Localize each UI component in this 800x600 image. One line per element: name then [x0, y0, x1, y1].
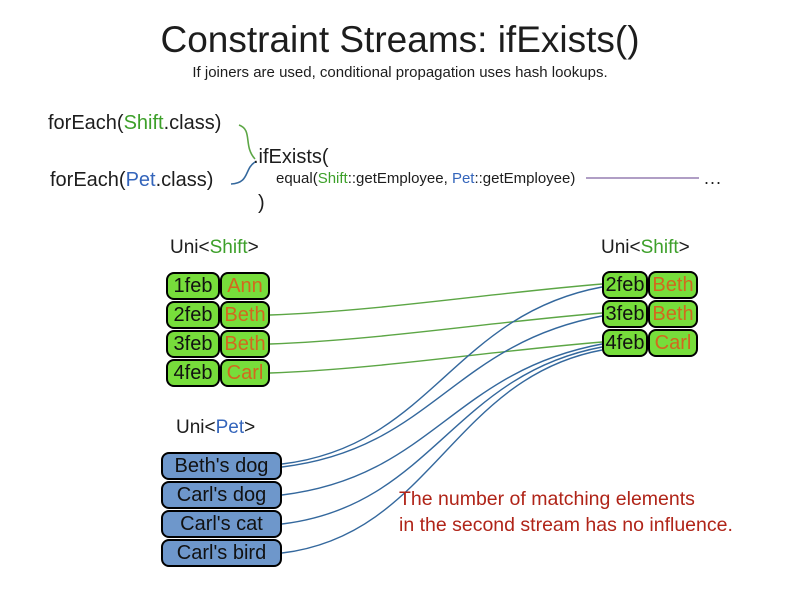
label-text: > — [247, 237, 259, 258]
uni-shift-left-table: 1feb Ann 2feb Beth 3feb Beth 4feb Carl — [166, 272, 270, 388]
table-row: Carl's dog — [161, 481, 282, 509]
edge-beths-dog-to-right-2feb — [281, 286, 603, 465]
code-text: ::getEmployee, — [347, 170, 452, 187]
date-cell: 2feb — [166, 301, 220, 329]
code-text: forEach( — [48, 112, 124, 134]
employee-cell: Beth — [648, 271, 698, 299]
date-cell: 1feb — [166, 272, 220, 300]
label-text: > — [678, 237, 690, 258]
label-text: Uni< — [601, 237, 641, 258]
employee-cell: Beth — [220, 301, 270, 329]
uni-pet-label: Uni<Pet> — [176, 417, 255, 439]
label-shift-token: Shift — [209, 237, 248, 258]
uni-pet-table: Beth's dog Carl's dog Carl's cat Carl's … — [161, 452, 282, 568]
code-equal-joiner: equal(Shift::getEmployee, Pet::getEmploy… — [276, 170, 575, 187]
date-cell: 3feb — [166, 330, 220, 358]
label-text: > — [244, 417, 256, 438]
code-text: forEach( — [50, 169, 126, 191]
code-foreach-shift: forEach(Shift.class) — [48, 112, 221, 134]
edge-left-4feb-to-right-4feb — [269, 341, 603, 374]
continuation-ellipsis: ... — [704, 168, 723, 188]
table-row: 4feb Carl — [166, 359, 270, 387]
uni-shift-right-label: Uni<Shift> — [601, 237, 690, 259]
page-title: Constraint Streams: ifExists() — [160, 19, 640, 60]
employee-cell: Carl — [648, 329, 698, 357]
code-pet-token: Pet — [451, 170, 475, 187]
date-cell: 3feb — [602, 300, 648, 328]
edge-left-2feb-to-right-2feb — [269, 283, 603, 316]
employee-cell: Beth — [648, 300, 698, 328]
label-text: Uni< — [170, 237, 210, 258]
code-ifexists-open: .ifExists( — [253, 146, 329, 168]
note-text: The number of matching elements in the s… — [399, 486, 733, 538]
date-cell: 4feb — [166, 359, 220, 387]
code-text: .class) — [155, 169, 214, 191]
table-row: 2feb Beth — [166, 301, 270, 329]
code-text: .class) — [163, 112, 222, 134]
table-row: Beth's dog — [161, 452, 282, 480]
note-line-2: in the second stream has no influence. — [399, 514, 733, 536]
table-row: 2feb Beth — [602, 271, 698, 299]
edge-beths-dog-to-right-3feb — [281, 315, 603, 468]
code-text: equal( — [276, 170, 318, 187]
edge-carls-dog-to-right-4feb — [281, 343, 603, 496]
code-text: ::getEmployee) — [474, 170, 576, 187]
code-pet-class-token: Pet — [125, 169, 156, 191]
employee-cell: Beth — [220, 330, 270, 358]
uni-shift-right-table: 2feb Beth 3feb Beth 4feb Carl — [602, 271, 698, 358]
edge-carls-bird-to-right-4feb — [281, 349, 603, 554]
label-pet-token: Pet — [215, 417, 245, 438]
pet-cell: Carl's dog — [161, 481, 282, 509]
pet-brace-curve — [230, 161, 256, 185]
pet-cell: Beth's dog — [161, 452, 282, 480]
table-row: 3feb Beth — [166, 330, 270, 358]
table-row: 3feb Beth — [602, 300, 698, 328]
code-shift-token: Shift — [317, 170, 348, 187]
note-line-1: The number of matching elements — [399, 488, 695, 510]
table-row: Carl's bird — [161, 539, 282, 567]
date-cell: 4feb — [602, 329, 648, 357]
edge-carls-cat-to-right-4feb — [281, 346, 603, 525]
table-row: 4feb Carl — [602, 329, 698, 357]
date-cell: 2feb — [602, 271, 648, 299]
table-row: Carl's cat — [161, 510, 282, 538]
page-subtitle: If joiners are used, conditional propaga… — [192, 64, 608, 81]
label-text: Uni< — [176, 417, 216, 438]
code-shift-class-token: Shift — [123, 112, 164, 134]
label-shift-token: Shift — [640, 237, 679, 258]
table-row: 1feb Ann — [166, 272, 270, 300]
pet-cell: Carl's bird — [161, 539, 282, 567]
shift-brace-curve — [238, 124, 256, 160]
employee-cell: Ann — [220, 272, 270, 300]
code-ifexists-close: ) — [258, 192, 265, 214]
code-foreach-pet: forEach(Pet.class) — [50, 169, 213, 191]
uni-shift-left-label: Uni<Shift> — [170, 237, 259, 259]
employee-cell: Carl — [220, 359, 270, 387]
edge-left-3feb-to-right-3feb — [269, 312, 603, 345]
pet-cell: Carl's cat — [161, 510, 282, 538]
